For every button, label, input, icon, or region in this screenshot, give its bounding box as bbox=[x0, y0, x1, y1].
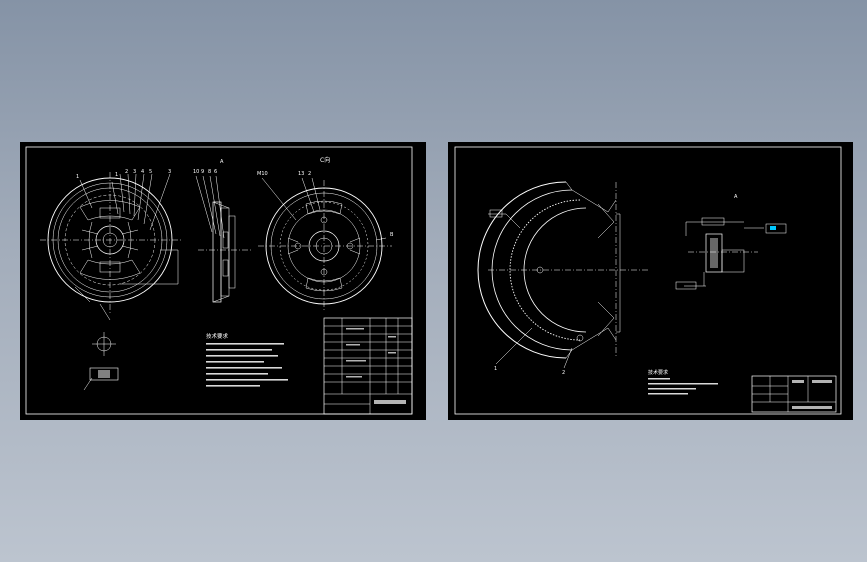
callout: 1 bbox=[115, 172, 118, 178]
brake-shoe-drawing: A 1 2 技术要求 bbox=[454, 146, 842, 415]
drawing-sheet-assembly[interactable]: 1 2 3 4 5 3 1 10 9 8 6 A C向 M10 bbox=[20, 142, 426, 420]
callout: 9 bbox=[201, 169, 204, 175]
callout: M10 bbox=[257, 171, 268, 177]
sheet-border bbox=[454, 146, 842, 415]
sheet-border bbox=[25, 146, 413, 415]
technical-notes: 技术要求 bbox=[206, 332, 288, 387]
section-detail bbox=[675, 217, 787, 290]
assembly-drawing: 1 2 3 4 5 3 1 10 9 8 6 A C向 M10 bbox=[25, 146, 413, 415]
callout: 13 bbox=[298, 171, 304, 177]
callout: 4 bbox=[141, 169, 144, 175]
rear-view-label: C向 bbox=[320, 156, 330, 164]
callout: 8 bbox=[208, 169, 211, 175]
title-block bbox=[751, 375, 837, 413]
title-block bbox=[323, 317, 413, 415]
callout: 2 bbox=[562, 370, 565, 376]
callout: 2 bbox=[308, 171, 311, 177]
callout: 6 bbox=[214, 169, 217, 175]
brake-shoe-view bbox=[477, 181, 648, 369]
view-label: A bbox=[734, 194, 738, 200]
drawing-sheet-brake-shoe[interactable]: A 1 2 技术要求 bbox=[448, 142, 853, 420]
side-view-label: A bbox=[220, 159, 224, 165]
callout: 2 bbox=[125, 169, 128, 175]
callout: 5 bbox=[149, 169, 152, 175]
side-section-view: 10 9 8 6 A bbox=[193, 159, 252, 303]
callout: 1 bbox=[494, 366, 497, 372]
notes-heading: 技术要求 bbox=[648, 369, 668, 376]
front-view bbox=[40, 172, 182, 321]
technical-notes: 技术要求 bbox=[648, 369, 718, 395]
callout: 3 bbox=[133, 169, 136, 175]
rear-view: C向 M10 13 2 B bbox=[257, 156, 394, 312]
callout: 3 bbox=[168, 169, 171, 175]
callout: 10 bbox=[193, 169, 199, 175]
callout: B bbox=[390, 232, 394, 238]
front-view-callouts: 1 2 3 4 5 3 1 bbox=[76, 169, 171, 180]
detail-view bbox=[83, 332, 119, 391]
callout: 1 bbox=[76, 174, 79, 180]
notes-heading: 技术要求 bbox=[206, 332, 229, 340]
